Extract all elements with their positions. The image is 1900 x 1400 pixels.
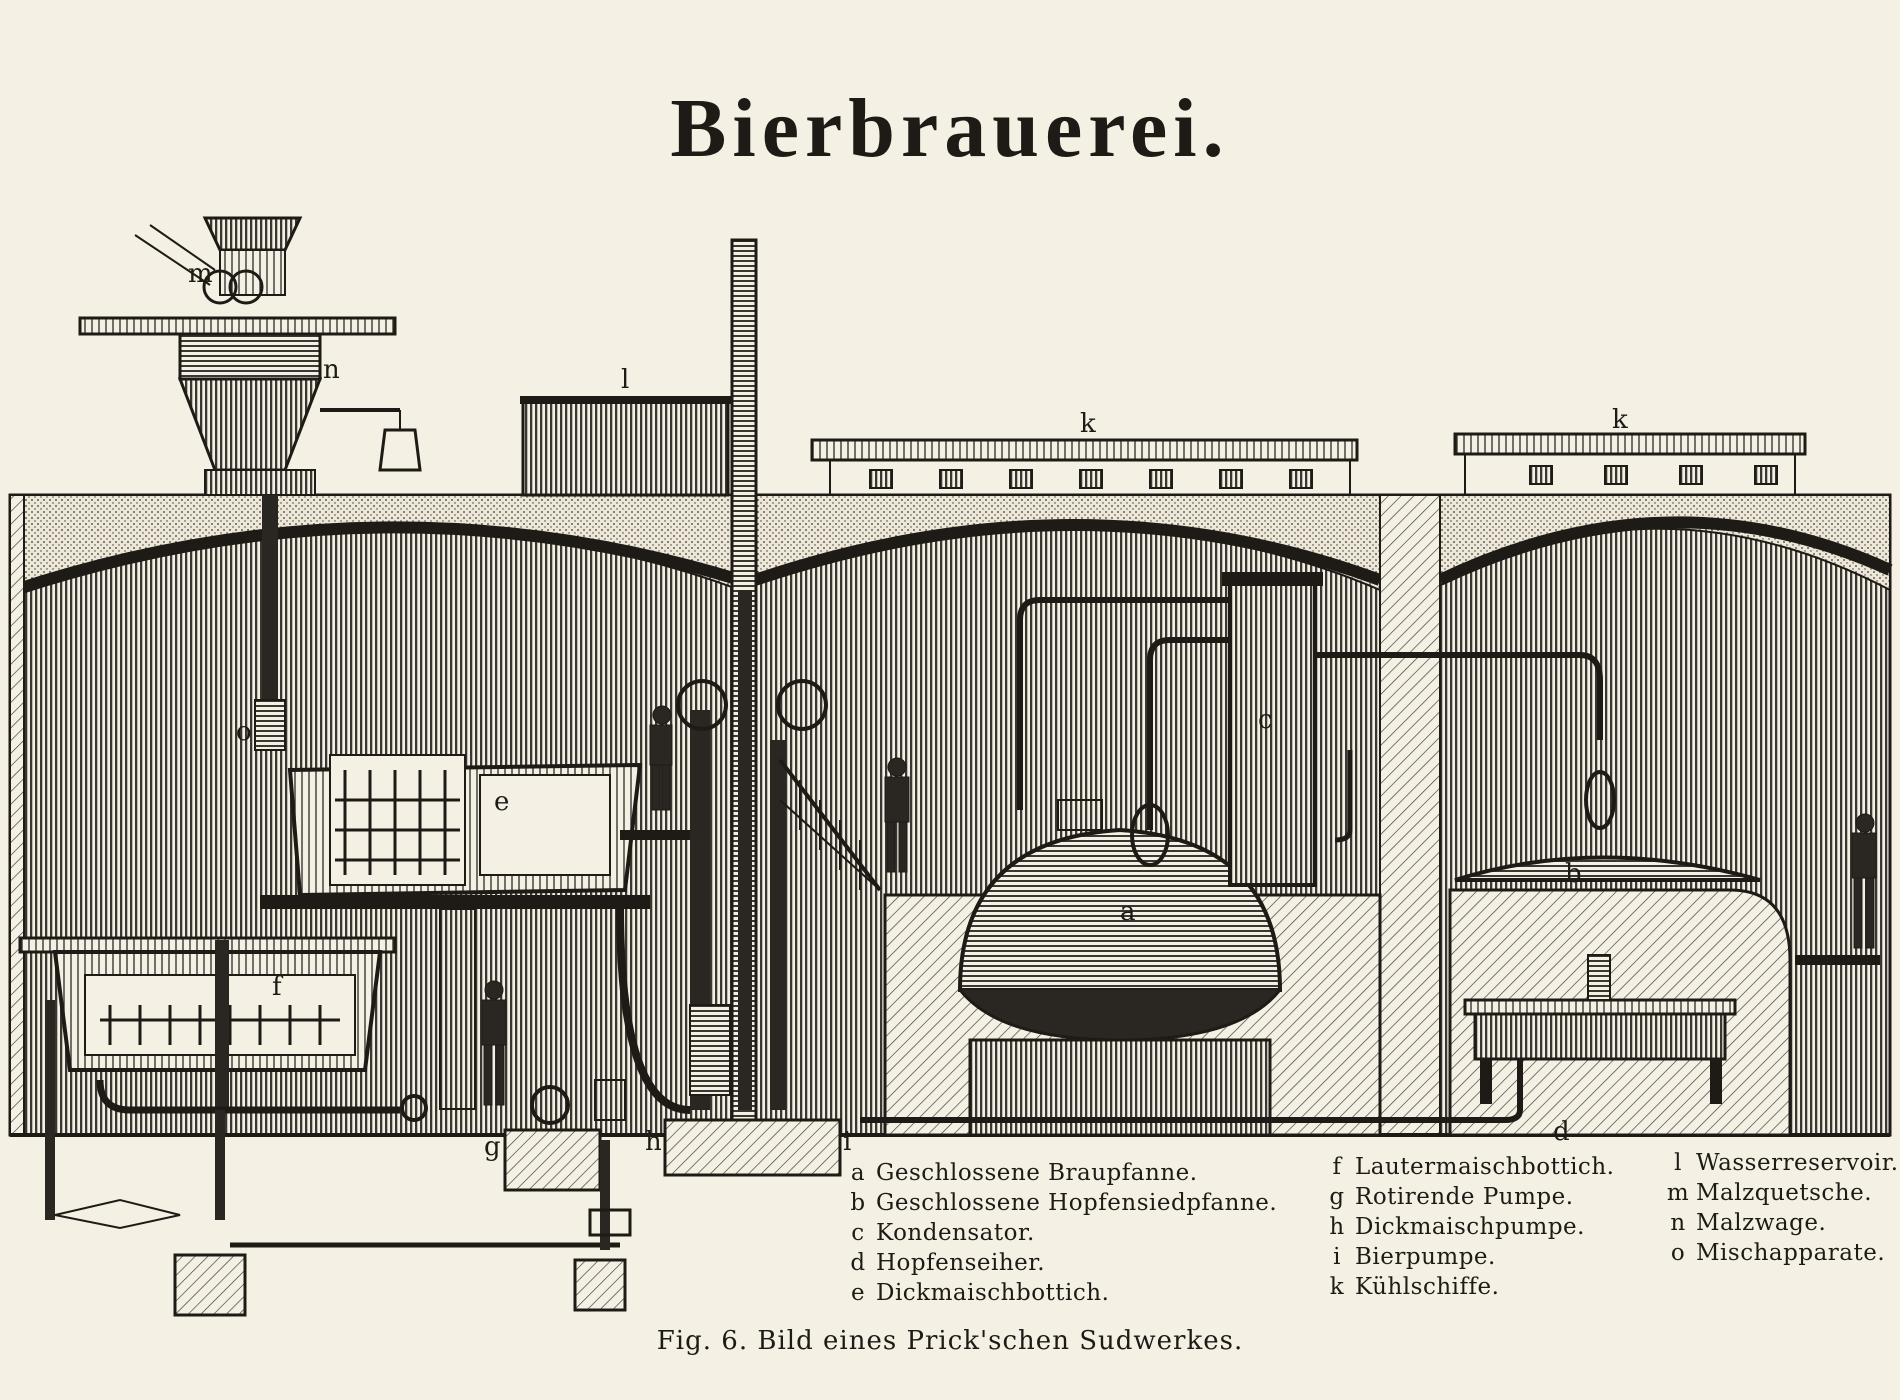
label-c: c (1258, 705, 1273, 735)
thick-mash-tun-e (260, 754, 650, 1110)
label-f: f (272, 972, 284, 1002)
cooling-ship-k-right (1453, 432, 1807, 496)
hop-strainer-d (860, 954, 1737, 1123)
label-k-right: k (1612, 405, 1628, 435)
label-k-left: k (1080, 409, 1096, 439)
lauter-tun-f (18, 936, 400, 1114)
figure-caption: Fig. 6. Bild eines Prick'schen Sudwerkes… (656, 1326, 1244, 1356)
water-reservoir-l (520, 396, 731, 497)
cooling-ship-k-left (810, 438, 1359, 496)
label-m: m (188, 259, 213, 289)
pump-pits (45, 1000, 842, 1317)
label-n: n (323, 355, 340, 385)
label-i: i (843, 1127, 851, 1157)
workers (481, 705, 1877, 1106)
page-title: Bierbrauerei. (670, 82, 1230, 175)
label-o: o (236, 717, 252, 747)
label-e: e (494, 787, 509, 817)
diagram-letters: a b c d e f g h i k k l m n o (188, 259, 1628, 1162)
label-g: g (484, 1132, 501, 1162)
label-l: l (621, 365, 629, 395)
pumps-and-stairs (400, 679, 882, 1125)
condenser-c (1130, 572, 1603, 887)
mixer-o (254, 495, 286, 751)
malt-scale-n (78, 316, 422, 496)
malt-mill-m (134, 216, 303, 305)
central-column (730, 238, 758, 1137)
brew-kettle-a (883, 597, 1382, 1137)
label-h: h (645, 1127, 662, 1157)
label-a: a (1120, 897, 1136, 927)
label-d: d (1553, 1117, 1570, 1147)
label-b: b (1565, 859, 1582, 889)
